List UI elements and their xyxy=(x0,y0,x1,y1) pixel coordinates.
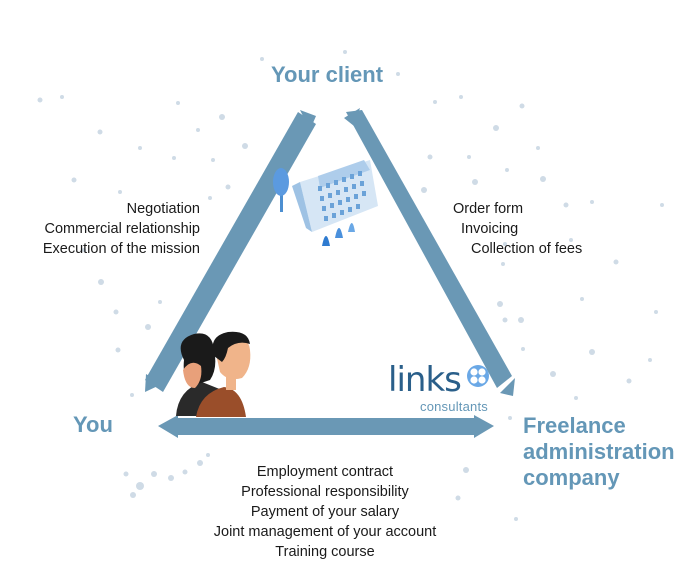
clover-decorations xyxy=(37,50,664,521)
arrowhead-right xyxy=(474,415,494,438)
list-item: Collection of fees xyxy=(471,241,583,257)
arrowhead-left xyxy=(158,415,178,438)
logo-word: links xyxy=(388,360,462,400)
list-item: Order form xyxy=(453,201,524,217)
arrowhead-bottom-left xyxy=(145,374,162,392)
right-edge-list: Order form Invoicing Collection of fees xyxy=(453,199,582,259)
list-item: Execution of the mission xyxy=(42,241,200,257)
bottom-edge-list: Employment contract Professional respons… xyxy=(175,462,475,562)
list-item: Joint management of your account xyxy=(213,524,437,540)
logo-subtitle: consultants xyxy=(420,399,488,414)
list-item: Invoicing xyxy=(461,221,519,237)
arrowhead-top-left xyxy=(300,110,316,130)
list-item: Training course xyxy=(275,544,375,560)
arrowhead-bottom-right xyxy=(500,378,515,396)
list-item: Payment of your salary xyxy=(250,504,400,520)
company-line-3: company xyxy=(523,465,620,490)
arrow-bottom-edge xyxy=(175,418,478,435)
company-line-1: Freelance xyxy=(523,413,626,438)
left-edge-list: Negotiation Commercial relationship Exec… xyxy=(0,199,200,259)
building-illustration-icon xyxy=(273,160,378,246)
links-consultants-logo: links consultants xyxy=(388,360,488,414)
list-item: Commercial relationship xyxy=(44,221,200,237)
node-your-client: Your client xyxy=(271,62,384,87)
list-item: Employment contract xyxy=(256,464,394,480)
people-illustration-icon xyxy=(176,331,251,417)
arrowhead-top-right xyxy=(344,108,360,126)
list-item: Professional responsibility xyxy=(241,484,409,500)
arrow-right-edge xyxy=(346,110,512,388)
node-freelance-company: Freelance administration company xyxy=(523,413,675,491)
list-item: Negotiation xyxy=(126,201,200,217)
node-you: You xyxy=(73,412,113,437)
clover-logo-icon xyxy=(467,365,489,387)
company-line-2: administration xyxy=(523,439,675,464)
